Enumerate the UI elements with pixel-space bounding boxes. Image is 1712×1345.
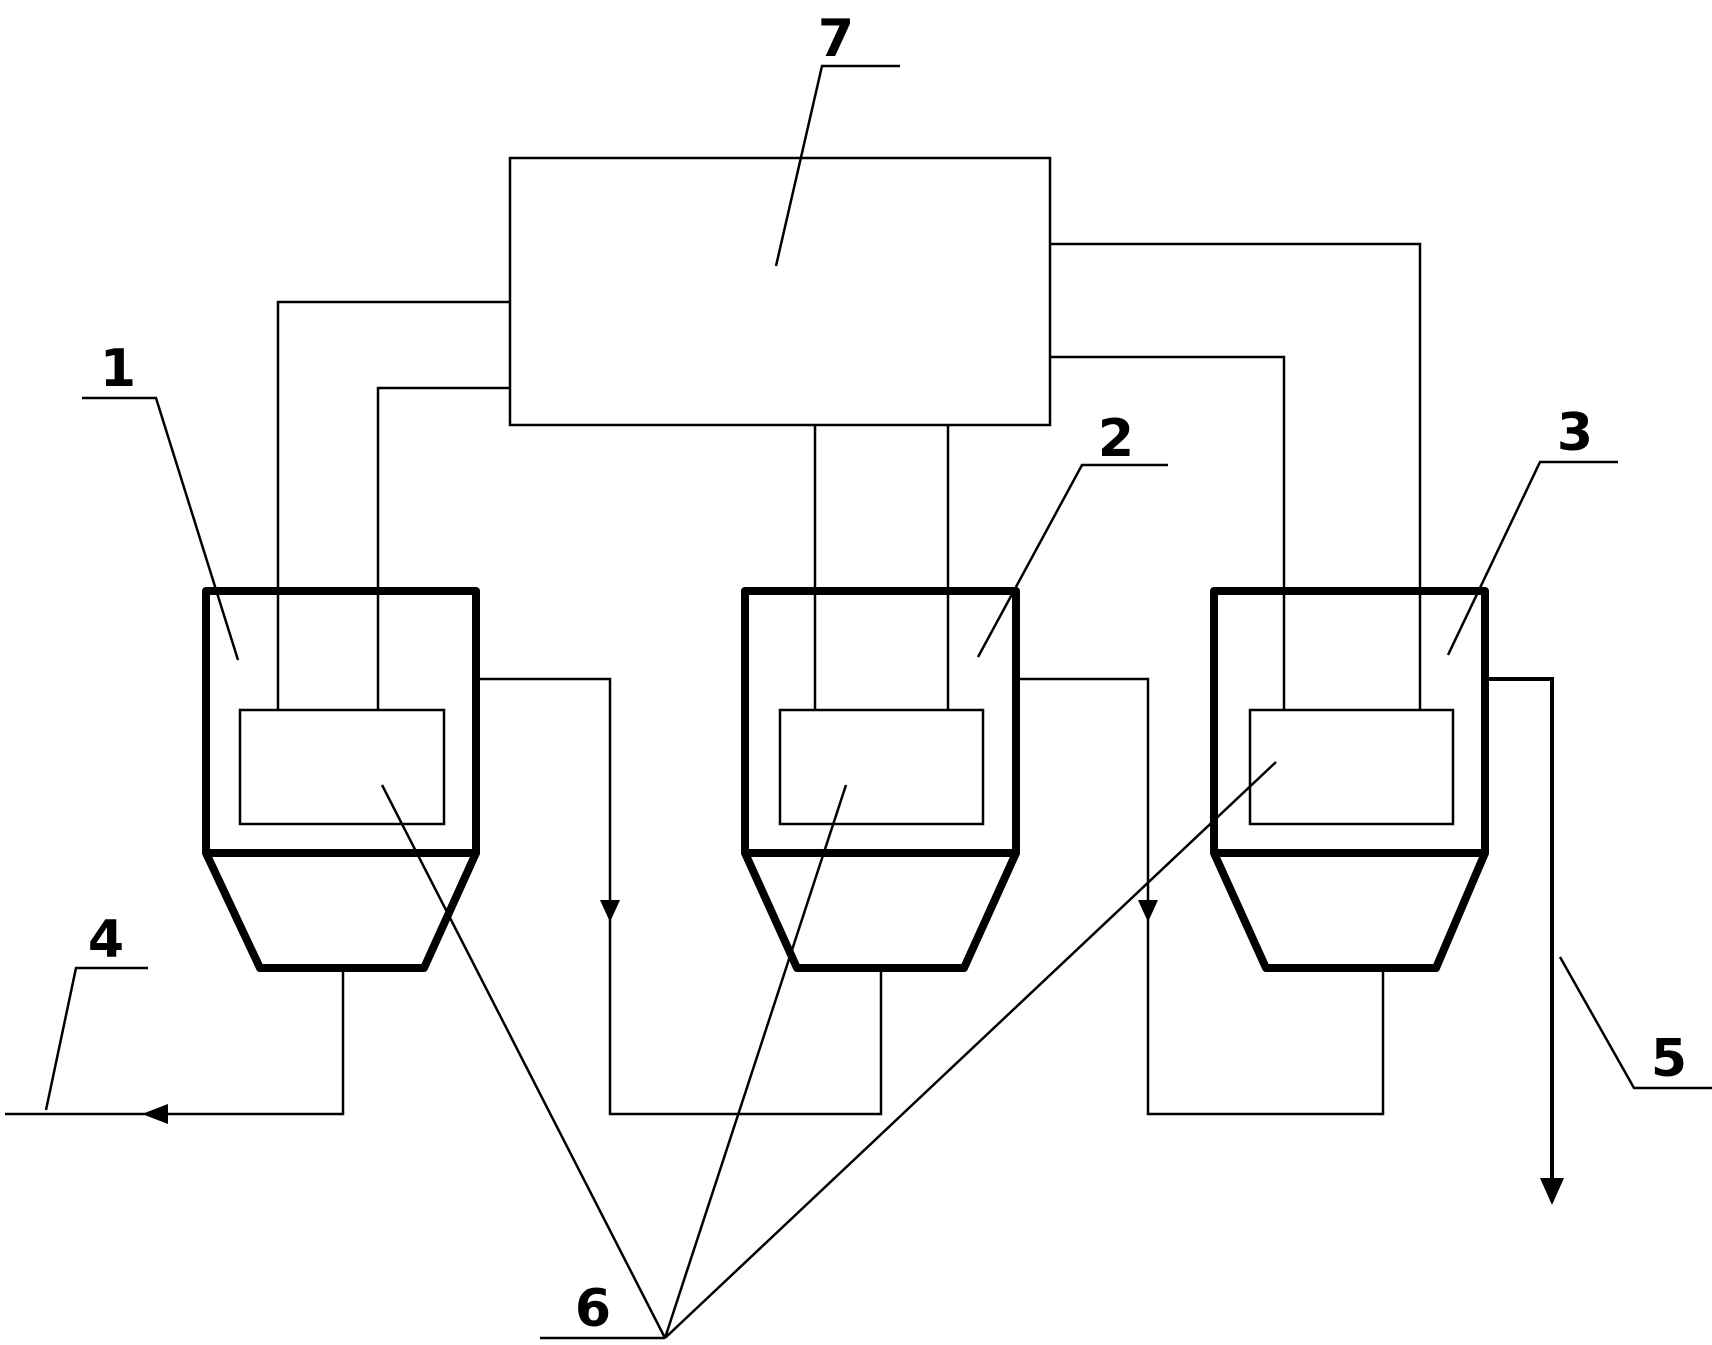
outlet-arrowhead (1540, 1178, 1564, 1205)
vessel-3-inner-module (1248, 708, 1455, 826)
vessel-3 (1210, 587, 1489, 972)
leader-line-1 (82, 396, 240, 661)
transfer-pipe-2-3 (1016, 677, 1385, 1116)
leader-line-3 (1446, 460, 1618, 656)
label-1: 1 (100, 339, 136, 399)
vessel-2 (741, 587, 1020, 972)
controller-box (508, 156, 1052, 427)
vessel-3-body (1210, 587, 1489, 857)
vessel-2-body (741, 587, 1020, 857)
signal-line-3b (1050, 242, 1422, 710)
vessel-2-hopper (741, 849, 1020, 972)
signal-line-1b (376, 386, 510, 710)
label-5: 5 (1651, 1029, 1687, 1089)
signal-line-1a (276, 300, 510, 710)
vessel-1-body (202, 587, 480, 857)
feed-inlet-arrowhead (142, 1104, 168, 1124)
label-2: 2 (1098, 409, 1134, 469)
leader-line-6-to-vessel-3 (664, 761, 1277, 1339)
leader-line-5 (1558, 956, 1712, 1090)
leader-line-6-to-vessel-1 (380, 784, 667, 1339)
transfer-pipe-2-3-arrowhead (1138, 900, 1158, 922)
feed-inlet-line (5, 968, 345, 1116)
signal-line-3a (1050, 355, 1286, 710)
transfer-pipe-1-2-arrowhead (600, 900, 620, 922)
vessel-3-hopper (1210, 849, 1489, 972)
label-6: 6 (575, 1279, 611, 1339)
label-7: 7 (818, 9, 854, 69)
vessel-1-hopper (202, 849, 480, 972)
outlet-pipe (1485, 677, 1554, 1185)
transfer-pipe-1-2 (476, 677, 883, 1116)
vessel-2-inner-module (778, 708, 985, 826)
leader-line-2 (976, 463, 1168, 658)
leader-line-7 (774, 64, 900, 267)
vessel-1-inner-module (238, 708, 446, 826)
label-4: 4 (88, 910, 124, 970)
leader-line-6-to-vessel-2 (663, 784, 848, 1339)
label-3: 3 (1557, 403, 1593, 463)
leader-line-4 (44, 966, 148, 1111)
vessel-1 (202, 587, 480, 972)
